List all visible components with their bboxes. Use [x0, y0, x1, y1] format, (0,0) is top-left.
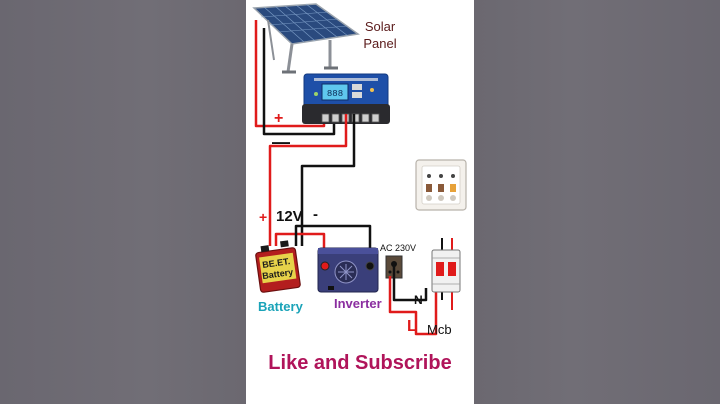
diagram-svg: 888 [252, 3, 467, 336]
panel-positive-label: + [274, 110, 284, 127]
right-pillarbox [474, 0, 720, 404]
live-label: L [407, 318, 417, 335]
battery-label: Battery [258, 299, 303, 314]
battery-icon [255, 240, 301, 293]
left-pillarbox [0, 0, 246, 404]
solar-panel-icon [252, 3, 360, 74]
switchboard-icon [415, 159, 467, 211]
battery-negative-label: - [313, 206, 318, 223]
charge-controller-icon: 888 [302, 73, 390, 124]
solar-panel-label-line2: Panel [363, 36, 397, 51]
ac-voltage-label: AC 230V [380, 243, 417, 253]
voltage-label: 12V [276, 208, 303, 225]
subscribe-cta: Like and Subscribe [268, 352, 452, 374]
battery-brand-label: BE.ET. Battery [259, 256, 296, 283]
controller-battery-wires [268, 114, 356, 246]
mcb-label: Mcb [427, 322, 452, 337]
inverter-label: Inverter [334, 296, 382, 311]
panel-negative-label: — [272, 132, 290, 152]
wiring-diagram: 888 [246, 0, 474, 404]
solar-panel-label-line1: Solar [364, 19, 396, 34]
solar-panel-label: Solar Panel [358, 18, 402, 52]
mcb-breaker-icon [431, 249, 461, 293]
inverter-icon [317, 247, 379, 293]
controller-display: 888 [327, 89, 343, 99]
neutral-label: N [414, 293, 423, 307]
battery-positive-label: + [259, 209, 268, 225]
